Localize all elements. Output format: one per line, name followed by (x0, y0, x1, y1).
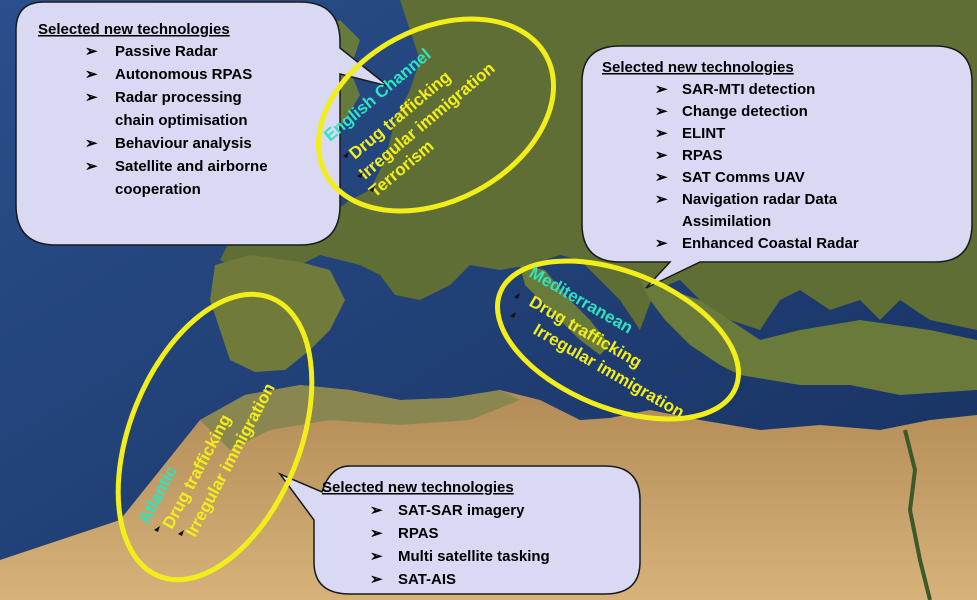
aircraft-icon (343, 152, 349, 158)
callout-northwest-bullet: ➢ (85, 158, 98, 175)
callout-south-title: Selected new technologies (322, 479, 514, 496)
callout-northwest-bullet: ➢ (85, 43, 98, 60)
callout-south-bullet: ➢ (370, 571, 383, 588)
callout-northwest-item-cont: chain optimisation (115, 112, 248, 129)
callout-bubble-east (581, 45, 973, 289)
callout-east-bullet: ➢ (655, 125, 668, 142)
region-ellipse-english-channel (315, 16, 557, 214)
region-ellipse-atlantic (115, 291, 315, 583)
callout-northwest-item: Radar processing (115, 89, 242, 106)
nile-river (903, 429, 932, 600)
callout-bubble-south (277, 465, 641, 595)
aircraft-icon (514, 293, 520, 299)
aircraft-icon (178, 530, 184, 536)
callout-east-bullet: ➢ (655, 81, 668, 98)
callout-east-item: RPAS (682, 147, 723, 164)
callout-northwest-item: Passive Radar (115, 43, 218, 60)
callout-east-item: ELINT (682, 125, 725, 142)
callout-south-bullet: ➢ (370, 548, 383, 565)
aircraft-icon (369, 186, 375, 192)
region-ellipse-mediterranean (495, 258, 741, 422)
callout-northwest-bullet: ➢ (85, 66, 98, 83)
callout-northwest-bullet: ➢ (85, 135, 98, 152)
callout-northwest-item-cont: cooperation (115, 181, 201, 198)
callout-northwest-bullet: ➢ (85, 89, 98, 106)
callout-south-item: SAT-SAR imagery (398, 502, 525, 519)
callout-northwest-item: Satellite and airborne (115, 158, 268, 175)
land-atlas (200, 385, 520, 450)
callout-south-item: RPAS (398, 525, 439, 542)
callout-east-bullet: ➢ (655, 147, 668, 164)
callout-east-item: Enhanced Coastal Radar (682, 235, 859, 252)
callout-east-bullet: ➢ (655, 103, 668, 120)
callout-east-bullet: ➢ (655, 235, 668, 252)
land-balkans (640, 280, 977, 395)
aircraft-icon (154, 526, 160, 532)
callout-northwest-title: Selected new technologies (38, 21, 230, 38)
callout-south-item: SAT-AIS (398, 571, 456, 588)
aircraft-icon (510, 312, 516, 318)
callout-south-bullet: ➢ (370, 525, 383, 542)
callout-east-item-cont: Assimilation (682, 213, 771, 230)
callout-east-bullet: ➢ (655, 169, 668, 186)
land-italy (520, 265, 610, 355)
callout-east-item: Navigation radar Data (682, 191, 838, 208)
callout-east-title: Selected new technologies (602, 59, 794, 76)
callout-northwest-item: Behaviour analysis (115, 135, 252, 152)
callout-south-bullet: ➢ (370, 502, 383, 519)
callout-east-item: SAT Comms UAV (682, 169, 805, 186)
aircraft-icon (357, 172, 363, 178)
callout-east-item: Change detection (682, 103, 808, 120)
callout-northwest-item: Autonomous RPAS (115, 66, 252, 83)
callout-east-item: SAR-MTI detection (682, 81, 815, 98)
callout-east-bullet: ➢ (655, 191, 668, 208)
land-iberia (210, 255, 345, 372)
callout-south-item: Multi satellite tasking (398, 548, 550, 565)
callout-bubble-northwest (15, 1, 389, 246)
